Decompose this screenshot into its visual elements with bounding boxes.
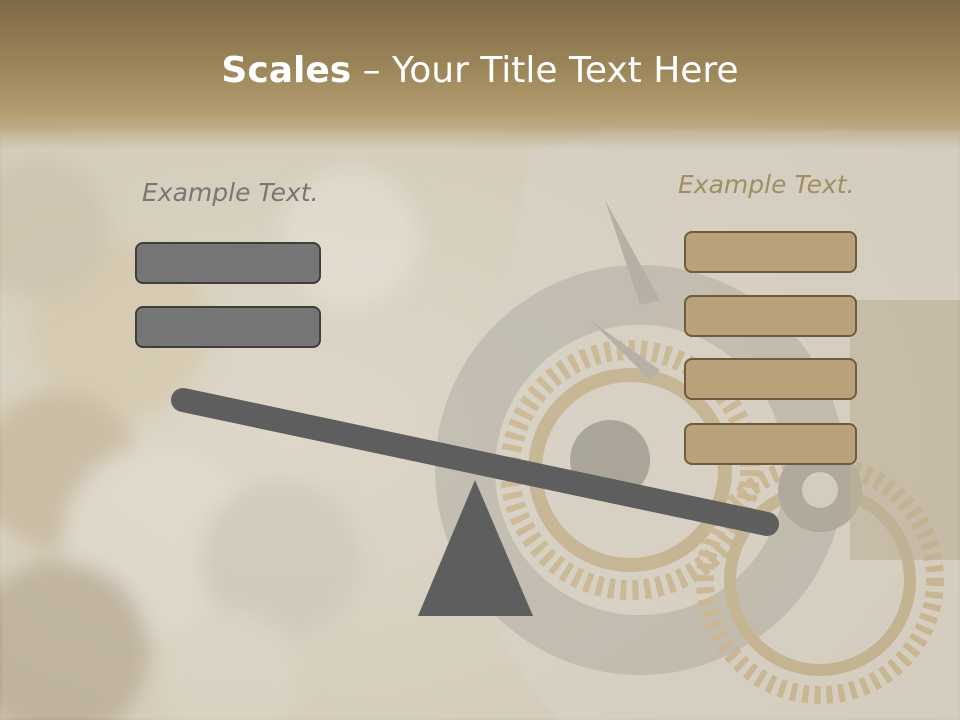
right-box-3 bbox=[684, 358, 857, 400]
title-bold: Scales bbox=[221, 50, 352, 91]
slide-title: Scales – Your Title Text Here bbox=[0, 50, 960, 91]
right-box-4 bbox=[684, 423, 857, 465]
scale-fulcrum bbox=[418, 480, 533, 616]
title-rest: – Your Title Text Here bbox=[351, 50, 739, 91]
left-box-1 bbox=[135, 242, 321, 284]
right-box-1 bbox=[684, 231, 857, 273]
left-label: Example Text. bbox=[142, 178, 319, 207]
scale-beam bbox=[171, 388, 779, 536]
right-box-2 bbox=[684, 295, 857, 337]
right-label: Example Text. bbox=[678, 170, 855, 199]
title-bar bbox=[0, 0, 960, 150]
left-box-2 bbox=[135, 306, 321, 348]
